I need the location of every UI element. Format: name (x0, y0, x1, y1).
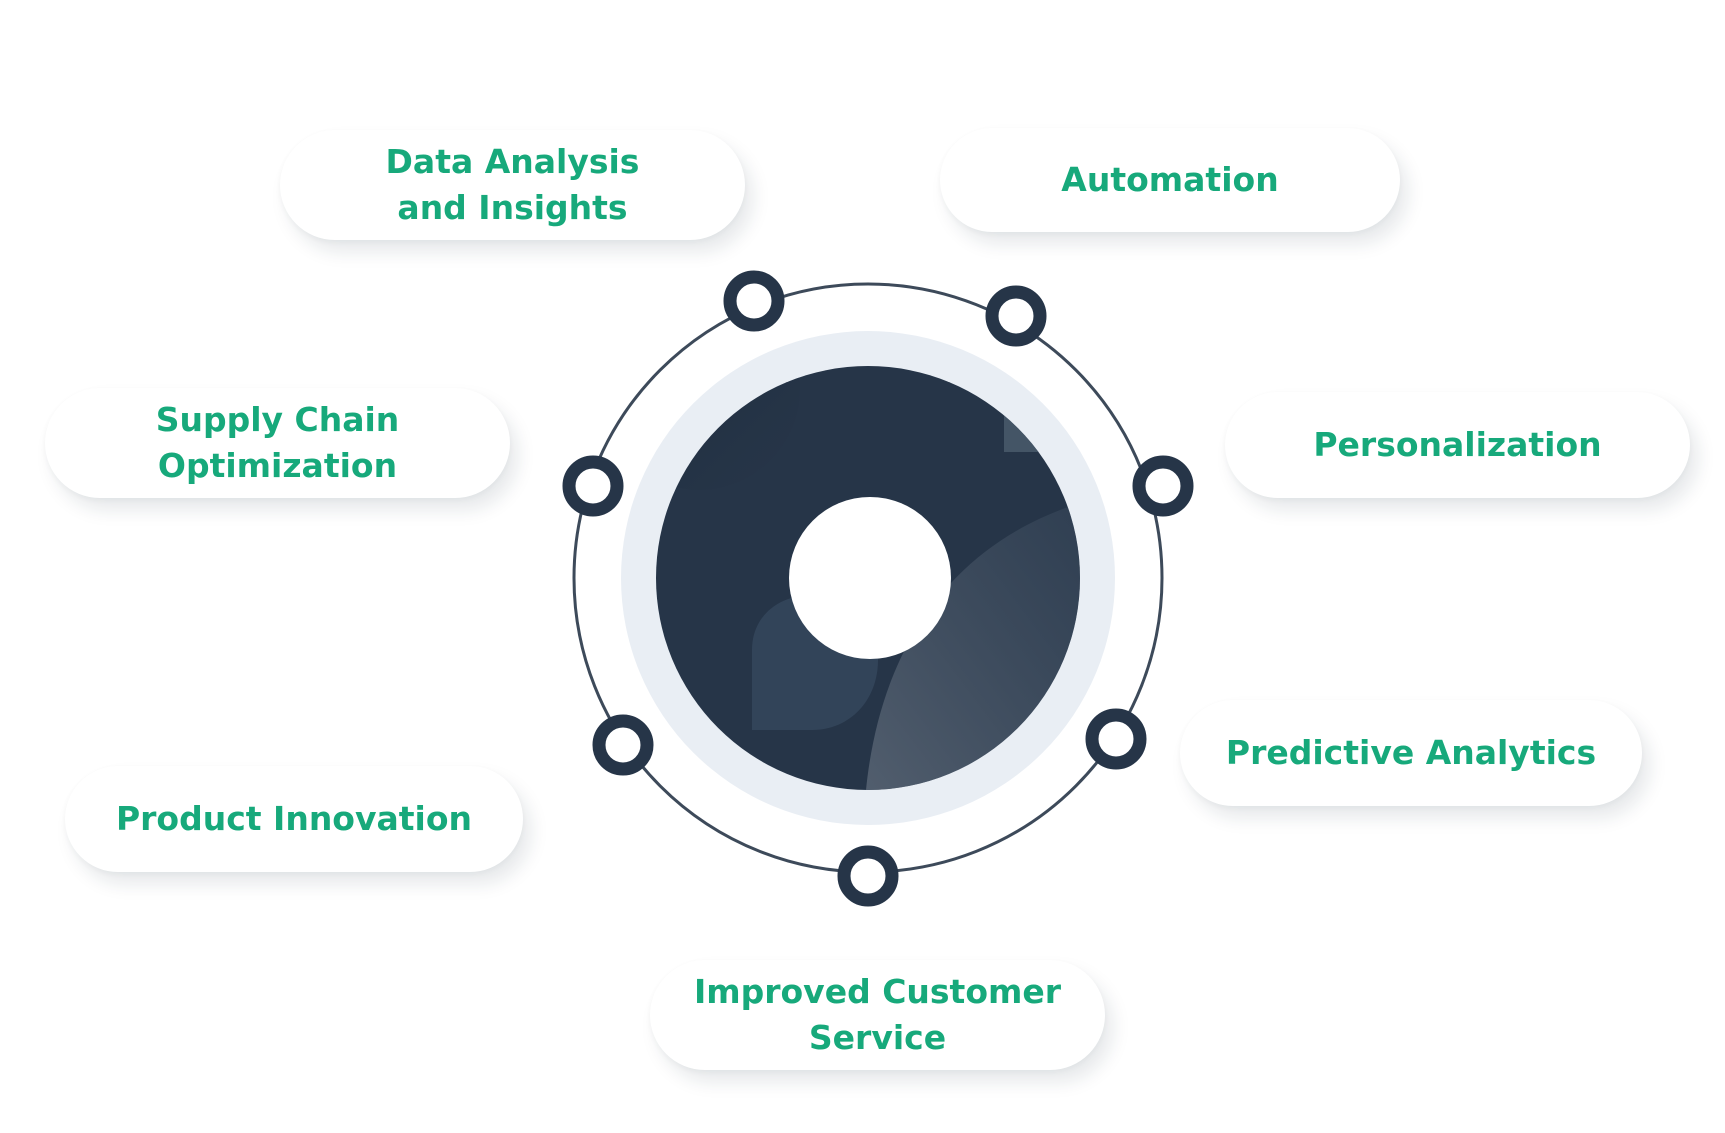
label-personalization: Personalization (1313, 425, 1602, 464)
pill-automation: Automation (940, 128, 1400, 232)
node-marker-supply-chain (562, 455, 624, 517)
pill-personalization: Personalization (1225, 392, 1690, 498)
pill-customer-service: Improved Customer Service (650, 960, 1105, 1070)
node-marker-customer-service (837, 845, 899, 907)
pill-product-innovation: Product Innovation (65, 766, 523, 872)
label-automation: Automation (1061, 160, 1279, 199)
label-product-innovation: Product Innovation (115, 799, 473, 838)
pill-supply-chain: Supply Chain Optimization (45, 388, 510, 498)
node-marker-predictive-analytics (1085, 708, 1147, 770)
label-data-analysis: Data Analysis and Insights (385, 142, 640, 227)
node-marker-personalization (1132, 455, 1194, 517)
pill-data-analysis: Data Analysis and Insights (280, 130, 745, 240)
label-supply-chain: Supply Chain Optimization (155, 400, 400, 485)
node-marker-automation (985, 285, 1047, 347)
label-customer-service: Improved Customer Service (693, 972, 1062, 1057)
pill-predictive-analytics: Predictive Analytics (1180, 700, 1642, 806)
label-predictive-analytics: Predictive Analytics (1225, 733, 1597, 772)
node-marker-product-innovation (592, 714, 654, 776)
node-marker-data-analysis (723, 270, 785, 332)
center-hole (789, 497, 951, 659)
